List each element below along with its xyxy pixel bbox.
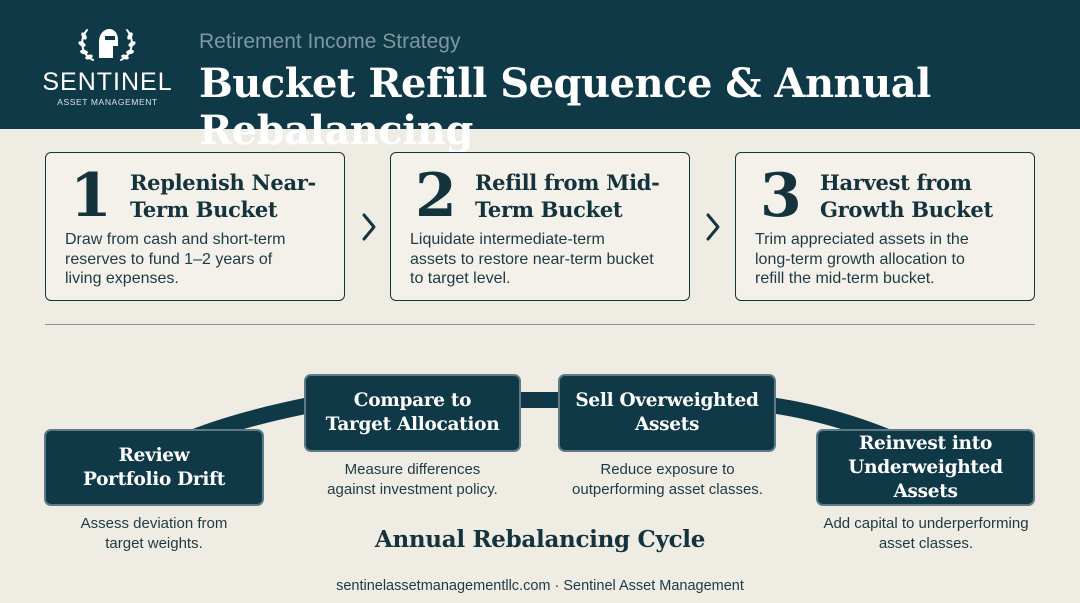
step-description: Draw from cash and short-term reserves t… <box>65 231 286 287</box>
step-card-3: 3 Harvest from Growth Bucket Trim apprec… <box>735 152 1035 301</box>
chevron-right-icon <box>706 213 720 241</box>
logo-subtext: ASSET MANAGEMENT <box>57 97 158 107</box>
step-title: Refill from Mid- Term Bucket <box>475 170 660 222</box>
node-caption: Reduce exposure to outperforming asset c… <box>572 461 763 498</box>
node-caption: Add capital to underperforming asset cla… <box>823 515 1029 552</box>
page-subtitle: Retirement Income Strategy <box>199 30 461 53</box>
step-description: Trim appreciated assets in the long-term… <box>755 231 969 287</box>
chevron-right-icon <box>362 213 376 241</box>
cycle-node-compare-target: Compare to Target Allocation <box>304 374 521 452</box>
cycle-node-sell-overweighted: Sell Overweighted Assets <box>558 374 776 452</box>
cycle-node-reinvest-underweighted: Reinvest into Underweighted Assets <box>816 429 1035 506</box>
step-number: 2 <box>415 161 457 231</box>
cycle-label: Annual Rebalancing Cycle <box>374 526 706 553</box>
node-caption: Measure differences against investment p… <box>327 461 498 498</box>
step-card-2: 2 Refill from Mid- Term Bucket Liquidate… <box>390 152 690 301</box>
step-number: 3 <box>760 161 802 231</box>
section-divider <box>45 324 1035 325</box>
node-caption: Assess deviation from target weights. <box>80 515 228 552</box>
laurel-helmet-logo-icon <box>78 29 136 61</box>
page-title: Bucket Refill Sequence & Annual Rebalanc… <box>199 60 931 154</box>
step-card-1: 1 Replenish Near- Term Bucket Draw from … <box>45 152 345 301</box>
header-banner: SENTINEL ASSET MANAGEMENT Retirement Inc… <box>0 0 1080 154</box>
step-title: Replenish Near- Term Bucket <box>130 170 316 222</box>
footer-text: sentinelassetmanagementllc.com · Sentine… <box>336 578 744 594</box>
step-description: Liquidate intermediate-term assets to re… <box>410 231 654 287</box>
cycle-node-review-drift: Review Portfolio Drift <box>44 429 264 506</box>
sentinel-logo: SENTINEL ASSET MANAGEMENT <box>40 24 175 109</box>
step-number: 1 <box>70 161 112 231</box>
logo-wordmark: SENTINEL <box>42 68 173 96</box>
step-title: Harvest from Growth Bucket <box>820 170 993 222</box>
